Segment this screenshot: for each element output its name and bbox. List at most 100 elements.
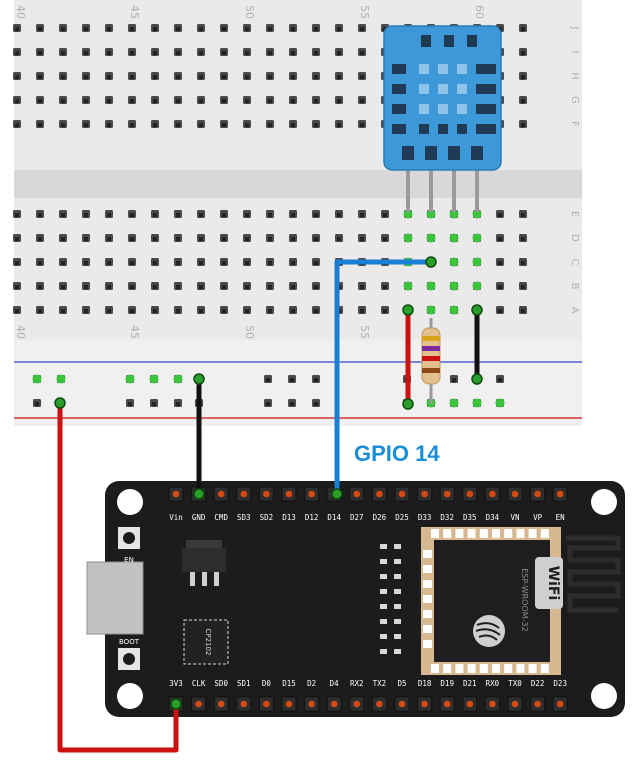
sensor-vent bbox=[444, 35, 454, 47]
header-pin-hole bbox=[534, 490, 541, 498]
smd-part bbox=[380, 634, 387, 639]
breadboard-hole-center bbox=[521, 51, 525, 55]
breadboard-hole-center bbox=[337, 75, 341, 79]
breadboard-hole-center bbox=[38, 237, 42, 241]
breadboard-hole-center bbox=[84, 285, 88, 289]
sensor-vent bbox=[392, 124, 406, 134]
breadboard-hole-center bbox=[314, 261, 318, 265]
breadboard-hole-center bbox=[176, 99, 180, 103]
header-pin-hole bbox=[511, 700, 519, 708]
header-pin-hole bbox=[195, 700, 202, 708]
breadboard-hole-center bbox=[245, 123, 249, 127]
breadboard-hole-center bbox=[245, 99, 249, 103]
pin-label: TX0 bbox=[508, 679, 522, 688]
connected-hole bbox=[472, 257, 482, 267]
sensor-vent bbox=[438, 124, 448, 134]
module-pad bbox=[516, 529, 525, 538]
header-pin-hole bbox=[376, 700, 383, 708]
connected-hole bbox=[149, 374, 159, 384]
breadboard-hole-center bbox=[383, 285, 387, 289]
breadboard-hole-center bbox=[521, 237, 525, 241]
pin-label: D35 bbox=[463, 513, 477, 522]
mount-hole-br bbox=[591, 683, 617, 709]
breadboard-hole-center bbox=[498, 378, 502, 382]
header-pin-hole bbox=[398, 490, 406, 498]
breadboard-hole-center bbox=[61, 51, 65, 55]
sensor-vent bbox=[457, 124, 467, 134]
sensor-vent bbox=[476, 64, 496, 74]
breadboard-hole-center bbox=[452, 378, 456, 382]
usb-chip bbox=[183, 619, 229, 665]
header-pin-hole bbox=[285, 490, 293, 498]
breadboard-hole-center bbox=[15, 75, 19, 79]
breadboard-hole-center bbox=[176, 309, 180, 313]
row-letter: C bbox=[569, 259, 580, 266]
connected-hole bbox=[472, 233, 482, 243]
breadboard-hole-center bbox=[268, 51, 272, 55]
wire-end bbox=[425, 256, 437, 268]
header-pin-hole bbox=[443, 490, 451, 498]
sensor-vent bbox=[421, 35, 431, 47]
breadboard-hole-center bbox=[222, 123, 226, 127]
breadboard-hole-center bbox=[268, 213, 272, 217]
breadboard-hole-center bbox=[314, 123, 318, 127]
breadboard-hole-center bbox=[153, 27, 157, 31]
module-pad bbox=[504, 664, 513, 673]
sensor-vent bbox=[392, 104, 406, 114]
column-number: 50 bbox=[243, 325, 256, 339]
module-pad bbox=[492, 664, 500, 673]
pin-label: D33 bbox=[418, 513, 432, 522]
breadboard-hole-center bbox=[360, 309, 364, 313]
breadboard-hole-center bbox=[15, 123, 19, 127]
connected-hole bbox=[32, 374, 42, 384]
wire-end bbox=[331, 488, 343, 500]
pin-label: D5 bbox=[397, 679, 406, 688]
smd-part bbox=[380, 649, 387, 654]
connected-hole bbox=[449, 305, 459, 315]
mount-hole-bl bbox=[117, 683, 143, 709]
sensor-vent bbox=[419, 64, 429, 74]
breadboard-hole-center bbox=[521, 309, 525, 313]
breadboard-hole-center bbox=[268, 27, 272, 31]
breadboard-hole-center bbox=[153, 51, 157, 55]
wire-blue-gpio14 bbox=[334, 259, 431, 494]
pin-label: D26 bbox=[373, 513, 387, 522]
module-pad bbox=[516, 664, 525, 673]
breadboard-hole-center bbox=[61, 75, 65, 79]
breadboard-hole-center bbox=[245, 261, 249, 265]
sensor-vent bbox=[419, 124, 429, 134]
header-pin-hole bbox=[308, 700, 315, 708]
header-pin-hole bbox=[534, 700, 541, 708]
module-pad bbox=[423, 595, 432, 603]
breadboard-hole-center bbox=[314, 285, 318, 289]
regulator-leg bbox=[202, 572, 207, 586]
breadboard-hole-center bbox=[176, 402, 180, 406]
usb-chip-label: CP2102 bbox=[204, 629, 212, 656]
breadboard-hole-center bbox=[360, 27, 364, 31]
breadboard-hole-center bbox=[245, 213, 249, 217]
breadboard-hole-center bbox=[245, 51, 249, 55]
breadboard-hole-center bbox=[15, 285, 19, 289]
breadboard-hole-center bbox=[290, 378, 294, 382]
espressif-logo-mark bbox=[475, 622, 501, 641]
breadboard-hole-center bbox=[337, 213, 341, 217]
breadboard-hole-center bbox=[360, 285, 364, 289]
sensor-vent bbox=[402, 146, 414, 160]
wire-end bbox=[170, 698, 182, 710]
wire-end bbox=[193, 373, 205, 385]
breadboard-hole-center bbox=[291, 213, 295, 217]
column-number: 45 bbox=[128, 325, 141, 339]
column-number: 40 bbox=[14, 5, 27, 19]
breadboard-hole-center bbox=[314, 237, 318, 241]
header-pin-hole bbox=[443, 700, 451, 708]
breadboard-hole-center bbox=[199, 285, 203, 289]
module-pad bbox=[504, 529, 513, 538]
smd-part bbox=[380, 544, 387, 549]
header-pin-hole bbox=[263, 700, 270, 708]
pin-label: D19 bbox=[440, 679, 454, 688]
pin-label: CMD bbox=[214, 513, 228, 522]
breadboard-hole-center bbox=[38, 261, 42, 265]
breadboard-hole-center bbox=[84, 237, 88, 241]
